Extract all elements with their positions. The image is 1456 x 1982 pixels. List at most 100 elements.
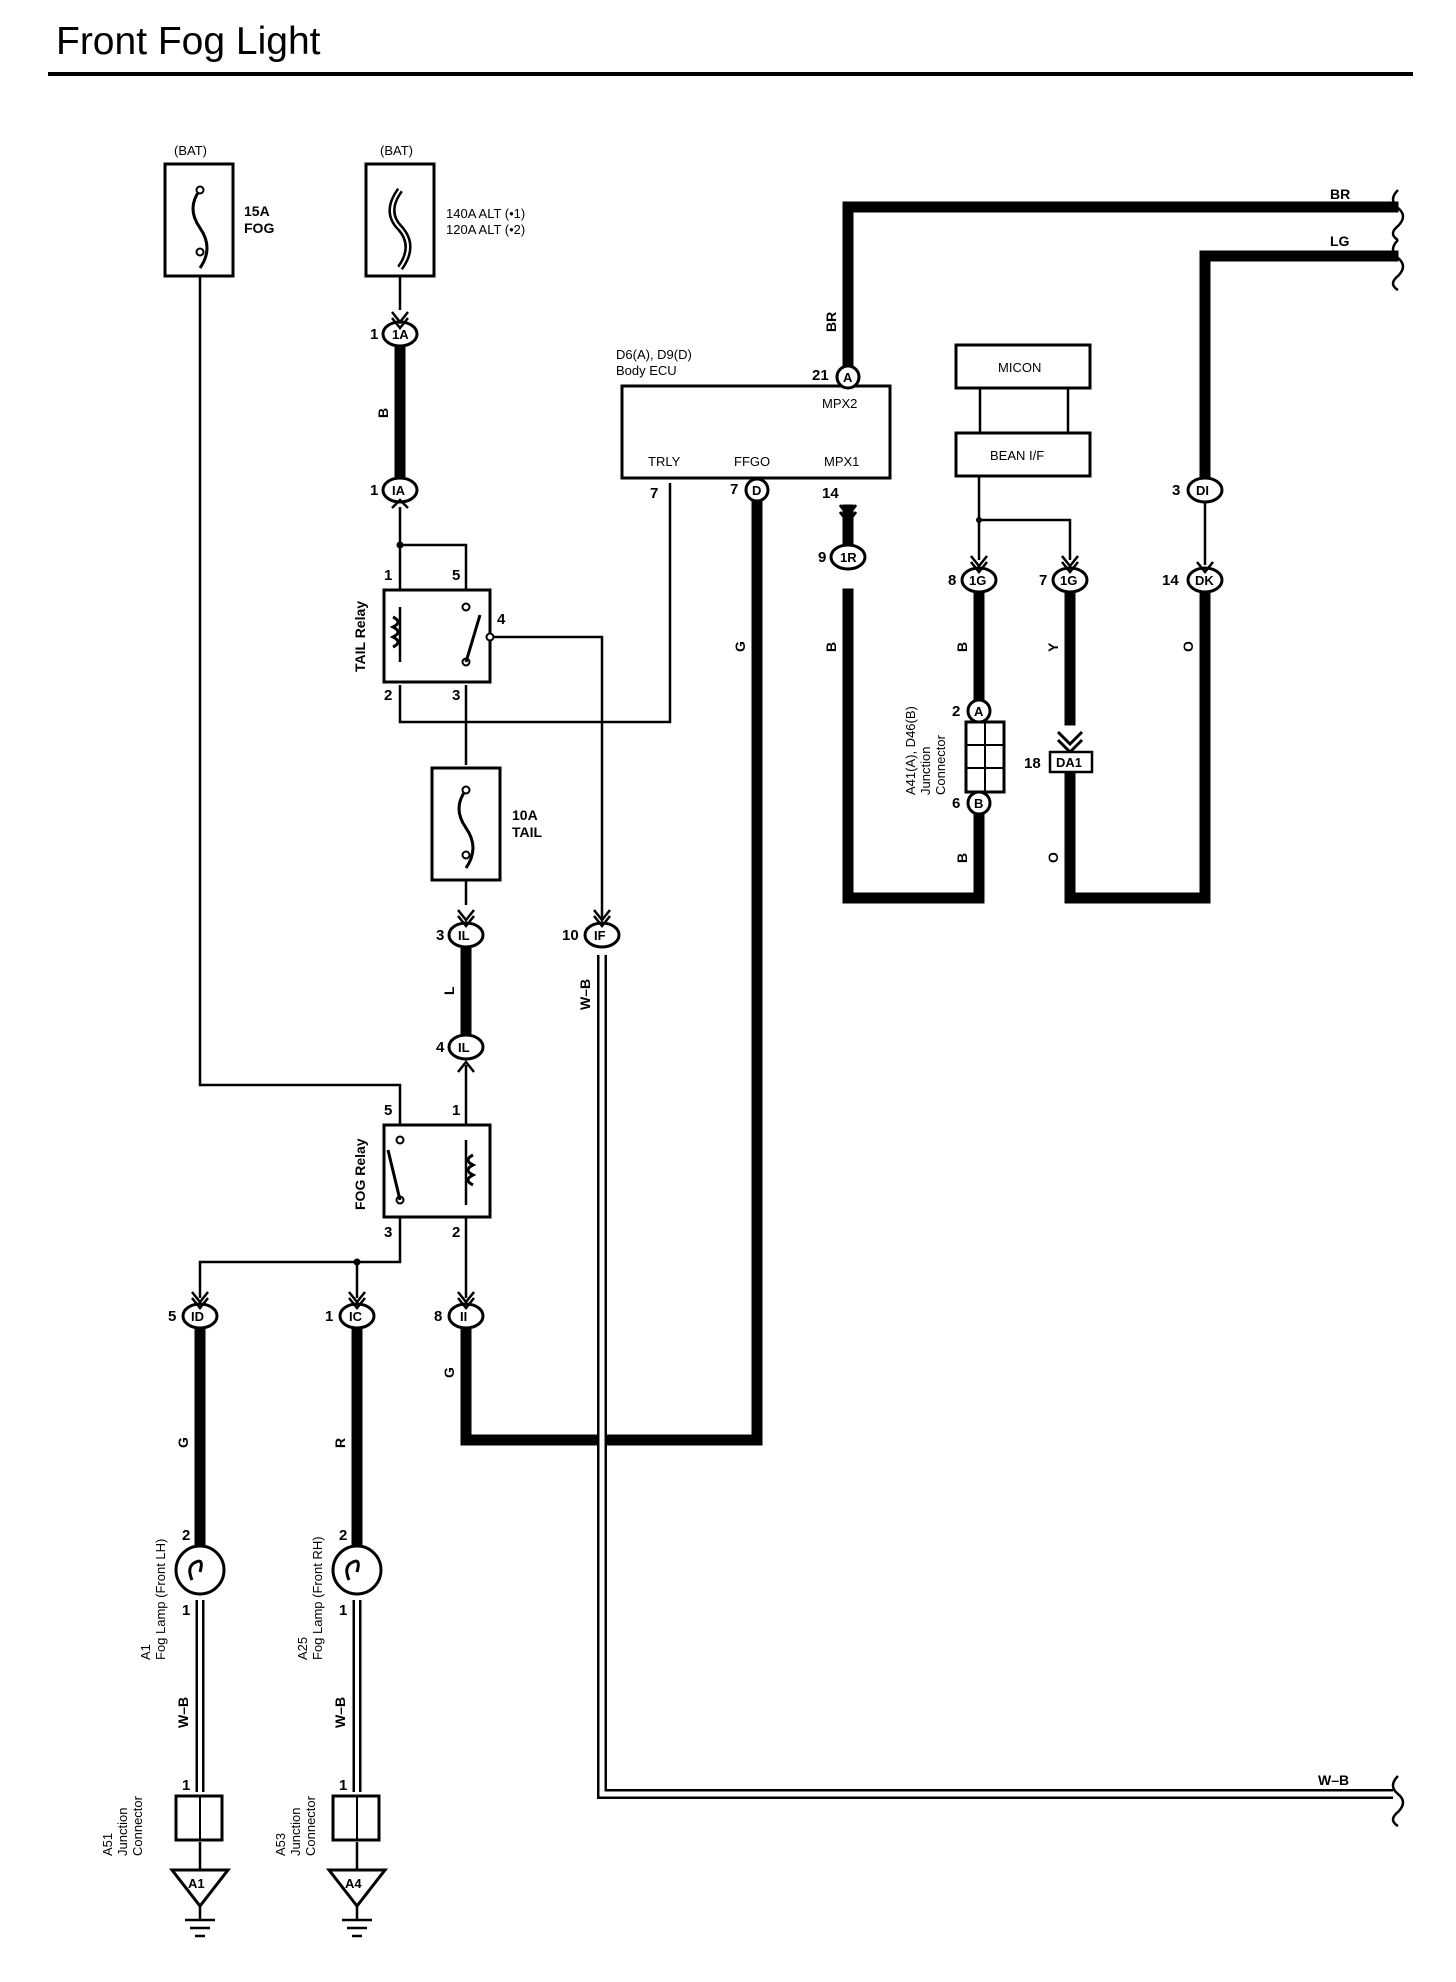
wire-br xyxy=(842,201,1399,376)
a53-code: A53 xyxy=(273,1833,288,1856)
ecu-line1: D6(A), D9(D) xyxy=(616,347,692,362)
fog-relay-label: FOG Relay xyxy=(352,1138,368,1210)
lamp-rh-name: Fog Lamp (Front RH) xyxy=(310,1536,325,1660)
svg-text:3: 3 xyxy=(436,927,444,944)
wc-lg-top: LG xyxy=(1330,233,1350,249)
micon-module: MICON BEAN I/F xyxy=(954,343,1092,523)
svg-text:14: 14 xyxy=(1162,572,1179,589)
ecu-pin-mpx1: 14 xyxy=(822,485,839,502)
svg-text:8: 8 xyxy=(434,1308,442,1325)
connector-1d: ID 5 xyxy=(168,1291,219,1330)
fuse-fog-rating: 15A xyxy=(244,203,270,219)
connector-bubbles: 1A 1 IA 1 A D 1R 9 1G xyxy=(168,311,1224,1330)
wire-tail-4 xyxy=(490,635,604,920)
svg-text:7: 7 xyxy=(1039,572,1047,589)
fuse-tail-name: TAIL xyxy=(512,824,543,840)
ecu-mpx2: MPX2 xyxy=(822,396,857,411)
tail-relay-pin3: 3 xyxy=(452,687,460,704)
svg-text:A: A xyxy=(974,704,984,719)
wire-wb-outer xyxy=(597,955,1393,1799)
fuse-alt-box xyxy=(364,162,436,278)
jc-line2: Junction xyxy=(918,747,933,795)
wc-br-vert: BR xyxy=(823,312,839,332)
lamp-rh-pin-bot: 1 xyxy=(339,1602,347,1619)
fuse-tail-icon xyxy=(457,789,475,869)
svg-text:5: 5 xyxy=(168,1308,176,1325)
ecu-pin-mpx2: 21 xyxy=(812,367,829,384)
svg-text:1R: 1R xyxy=(840,550,857,565)
svg-text:IA: IA xyxy=(392,483,406,498)
lamp-lh-pin-top: 2 xyxy=(182,1527,190,1544)
connector-ecu-ffgo: D xyxy=(744,477,770,503)
wire-break-marks xyxy=(1391,189,1405,1828)
ecu-pin-trly: 7 xyxy=(650,485,658,502)
svg-text:B: B xyxy=(974,796,983,811)
wc-wb-bottom: W–B xyxy=(1318,1772,1349,1788)
connector-dk: DK 14 xyxy=(1162,561,1224,594)
fuse-10a-tail: 10A TAIL xyxy=(430,766,543,882)
a51-line3: Connector xyxy=(130,1795,145,1856)
svg-text:3: 3 xyxy=(1172,482,1180,499)
da1-label: DA1 xyxy=(1056,755,1082,770)
ecu-box xyxy=(620,384,892,480)
bean-box xyxy=(954,431,1092,478)
connector-ecu-mpx2: A xyxy=(835,364,861,390)
page-title: Front Fog Light xyxy=(56,20,321,63)
tail-relay-switch xyxy=(464,614,482,663)
wc-b-1r: B xyxy=(823,642,839,652)
junction-connector-a41: A41(A), D46(B) Junction Connector xyxy=(903,706,1006,795)
svg-text:2: 2 xyxy=(952,703,960,720)
fog-relay-pin5: 5 xyxy=(384,1102,392,1119)
connector-1f: IF 10 xyxy=(562,909,621,949)
connector-ii: II 8 xyxy=(434,1291,485,1330)
svg-text:D: D xyxy=(752,483,761,498)
svg-text:1: 1 xyxy=(325,1308,333,1325)
a51-code: A51 xyxy=(100,1833,115,1856)
fuse-fog-name: FOG xyxy=(244,220,274,236)
wc-g-lamp: G xyxy=(175,1437,191,1448)
svg-text:IL: IL xyxy=(458,1040,470,1055)
wc-wb-a25: W–B xyxy=(332,1697,348,1728)
tail-relay-coil xyxy=(389,615,400,649)
fuse-alt-line1: 140A ALT (•1) xyxy=(446,206,525,221)
ground-a1-triangle xyxy=(168,1868,232,1909)
fog-lamp-lh: A1 Fog Lamp (Front LH) 2 1 xyxy=(138,1527,226,1660)
connector-1a-top: 1A 1 xyxy=(370,311,419,348)
fog-relay-coil xyxy=(466,1153,477,1187)
connector-jc-b: B 6 xyxy=(952,790,992,816)
da1-pin: 18 xyxy=(1024,755,1041,772)
svg-text:1G: 1G xyxy=(1060,573,1077,588)
ground-a4-label: A4 xyxy=(345,1876,362,1891)
svg-text:A: A xyxy=(843,370,853,385)
fog-relay-pin1: 1 xyxy=(452,1102,460,1119)
micon-label: MICON xyxy=(998,360,1041,375)
wc-y-1g: Y xyxy=(1045,642,1061,652)
jc-line3: Connector xyxy=(933,734,948,795)
lamp-lh-name: Fog Lamp (Front LH) xyxy=(153,1539,168,1660)
wire-color-labels: BR LG BR B G B B Y O B O L W–B G G R W–B… xyxy=(175,186,1350,1788)
fuse-alt: (BAT) 140A ALT (•1) 120A ALT (•2) xyxy=(364,143,525,278)
fog-relay-pin2: 2 xyxy=(452,1224,460,1241)
a51-pin: 1 xyxy=(182,1777,190,1794)
connector-1a-bot: IA 1 xyxy=(370,476,419,509)
wire-fog-3 xyxy=(198,1218,402,1298)
a53-pin: 1 xyxy=(339,1777,347,1794)
da1-box xyxy=(1048,750,1094,774)
svg-text:DK: DK xyxy=(1195,573,1214,588)
connector-jc-a: A 2 xyxy=(952,698,992,724)
break-lg xyxy=(1391,239,1405,292)
wire-trly xyxy=(398,483,672,724)
lamp-rh-pin-top: 2 xyxy=(339,1527,347,1544)
a53-line2: Junction xyxy=(288,1808,303,1856)
fuse-alt-line2: 120A ALT (•2) xyxy=(446,222,525,237)
svg-text:1: 1 xyxy=(370,326,378,343)
lamp-lh-code: A1 xyxy=(138,1644,153,1660)
svg-text:DI: DI xyxy=(1196,483,1209,498)
fuse-tail-box xyxy=(430,766,502,882)
bean-label: BEAN I/F xyxy=(990,448,1044,463)
fuse-15a-fog: (BAT) 15A FOG xyxy=(163,143,274,278)
a51-line2: Junction xyxy=(115,1808,130,1856)
tail-relay: TAIL Relay 1 5 4 2 3 xyxy=(352,541,506,704)
fog-lamp-rh: A25 Fog Lamp (Front RH) 2 1 xyxy=(295,1527,383,1660)
fuse-fog-box xyxy=(163,162,235,278)
